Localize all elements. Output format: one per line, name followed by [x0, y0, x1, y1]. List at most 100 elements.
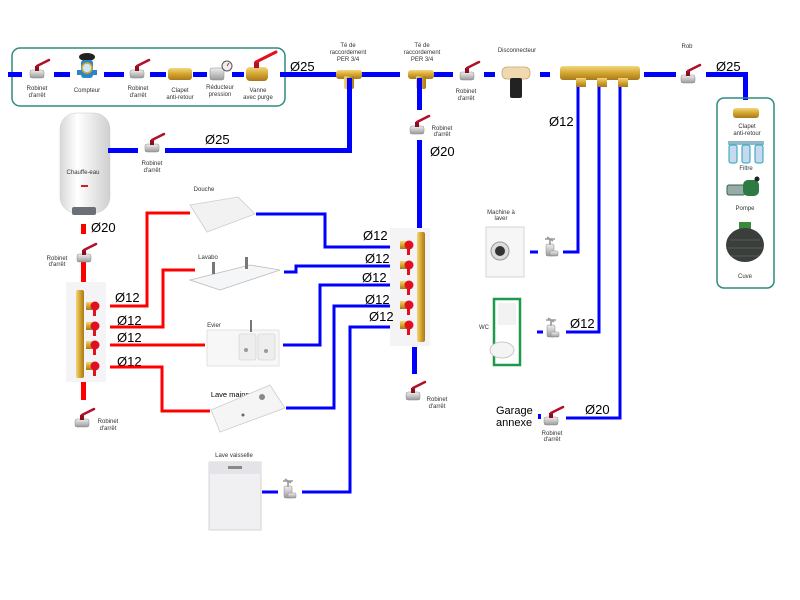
garage-label: annexe	[496, 417, 532, 429]
filter-icon	[728, 141, 764, 164]
heater-diameter-label: Ø25	[205, 132, 230, 147]
label: Robinet	[98, 419, 119, 425]
label: Robinet	[142, 161, 163, 167]
cold-pipes	[256, 212, 390, 494]
label: Clapet	[171, 88, 189, 94]
cold-outlet-label: Ø12	[362, 270, 387, 285]
kitchen-sink-icon	[206, 320, 280, 367]
cold-robinet-top[interactable]: Robinet d'arrêt	[408, 114, 453, 138]
hot-manifold[interactable]	[66, 282, 106, 382]
supply-clapet[interactable]: Clapet anti-retour	[166, 68, 194, 101]
label: d'arrêt	[144, 168, 161, 174]
main-robinet[interactable]: Robinet d'arrêt	[456, 60, 481, 102]
pressure-reducer-icon	[209, 60, 233, 81]
rain-diameter-label: Ø25	[716, 59, 741, 74]
label: Té de	[340, 43, 356, 49]
garage-robinet[interactable]: Robinet d'arrêt	[542, 405, 565, 443]
rain-cuve[interactable]: Cuve	[726, 222, 764, 280]
cold-robinet-bottom[interactable]: Robinet d'arrêt	[404, 380, 448, 410]
right-branch-pipes	[530, 87, 622, 420]
supply-pipe	[8, 72, 340, 77]
label: d'arrêt	[544, 437, 561, 443]
label: Pompe	[735, 206, 755, 212]
ball-valve-icon	[143, 132, 166, 154]
supply-compteur[interactable]: Compteur	[74, 53, 100, 94]
rain-filtre[interactable]: Filtre	[728, 141, 764, 172]
water-heater[interactable]: Chauffe-eau	[59, 112, 111, 215]
label: d'arrêt	[434, 132, 451, 138]
label: Machine à	[487, 210, 515, 216]
label: Lave mains	[211, 390, 250, 399]
cold-diameter-label: Ø20	[430, 144, 455, 159]
label: Rob	[681, 44, 693, 50]
supply-robinet-1[interactable]: Robinet d'arrêt	[27, 58, 51, 99]
hot-diameter-label: Ø20	[91, 220, 116, 235]
tee-2[interactable]: Té de raccordement PER 3/4	[404, 43, 441, 89]
hot-robinet-bottom[interactable]: Robinet d'arrêt	[73, 407, 119, 432]
rob-valve[interactable]: Rob	[679, 44, 702, 85]
label: Robinet	[432, 126, 453, 132]
distribution-manifold[interactable]	[560, 66, 640, 87]
ball-valve-icon	[73, 407, 96, 429]
hot-outlet-label: Ø12	[117, 313, 142, 328]
heater-robinet[interactable]: Robinet d'arrêt	[142, 132, 166, 174]
garage-annexe[interactable]: Garage annexe	[496, 405, 533, 429]
label: Robinet	[427, 397, 448, 403]
tank-icon	[726, 222, 764, 262]
fixture-lave-vaisselle[interactable]: Lave vaisselle	[208, 453, 262, 531]
supply-reducteur[interactable]: Réducteur pression	[206, 60, 234, 98]
heater-label: Chauffe-eau	[67, 170, 100, 176]
check-valve-icon	[168, 68, 192, 80]
fixture-wc[interactable]: WC	[479, 297, 522, 367]
supply-vanne[interactable]: Vanne avec purge	[243, 50, 278, 101]
dishwasher-icon	[208, 461, 262, 531]
ball-valve-icon	[679, 63, 702, 85]
label: Robinet	[27, 86, 48, 92]
label: Té de	[414, 43, 430, 49]
label: d'arrêt	[100, 426, 117, 432]
shower-tray-icon	[189, 196, 256, 233]
sink-icon	[188, 257, 281, 291]
label: anti-retour	[733, 131, 760, 137]
label: d'arrêt	[130, 93, 147, 99]
rain-pompe[interactable]: Pompe	[726, 176, 760, 213]
hot-manifold-group: Ø20 Robinet d'arrêt Robinet d'arrêt Ø12 …	[47, 220, 142, 432]
label: Robinet	[542, 431, 563, 437]
heater-icon	[59, 112, 111, 214]
fixture-lave-mains[interactable]: Lave mains	[210, 384, 286, 433]
ball-valve-icon	[75, 242, 98, 264]
cold-manifold[interactable]	[390, 228, 430, 346]
cold-outlet-label: Ø12	[365, 292, 390, 307]
rain-clapet[interactable]: Clapet anti-retour	[733, 108, 761, 137]
fixture-evier[interactable]: Evier	[206, 320, 280, 367]
label: Disconnecteur	[498, 48, 536, 54]
label: avec purge	[243, 95, 273, 101]
label: Douche	[194, 187, 215, 193]
dishwasher-angle-valve[interactable]	[282, 478, 297, 499]
cold-outlet-label: Ø12	[365, 251, 390, 266]
fixture-machine-a-laver[interactable]: Machine à laver	[485, 210, 525, 278]
label: d'arrêt	[49, 262, 66, 268]
wc-angle-valve[interactable]	[545, 317, 560, 338]
label: anti-retour	[166, 95, 193, 101]
machine-angle-valve[interactable]	[544, 236, 559, 257]
wc-diameter-label: Ø12	[570, 316, 595, 331]
label: Lavabo	[198, 255, 218, 261]
label: Vanne	[250, 88, 268, 94]
label: raccordement	[330, 50, 367, 56]
ball-valve-icon	[458, 60, 481, 82]
hot-pipes	[110, 211, 210, 413]
fixture-lavabo[interactable]: Lavabo	[188, 255, 281, 291]
fixture-douche[interactable]: Douche	[189, 187, 256, 233]
label: PER 3/4	[337, 57, 360, 63]
label: PER 3/4	[411, 57, 434, 63]
label: d'arrêt	[458, 96, 475, 102]
supply-robinet-2[interactable]: Robinet d'arrêt	[128, 58, 151, 99]
disconnecteur[interactable]: Disconnecteur	[498, 48, 536, 98]
hot-robinet-top[interactable]: Robinet d'arrêt	[47, 242, 98, 268]
garage-diameter-label: Ø20	[585, 402, 610, 417]
hot-outlet-label: Ø12	[115, 290, 140, 305]
label: Robinet	[47, 256, 68, 262]
garage-stub	[538, 414, 541, 419]
